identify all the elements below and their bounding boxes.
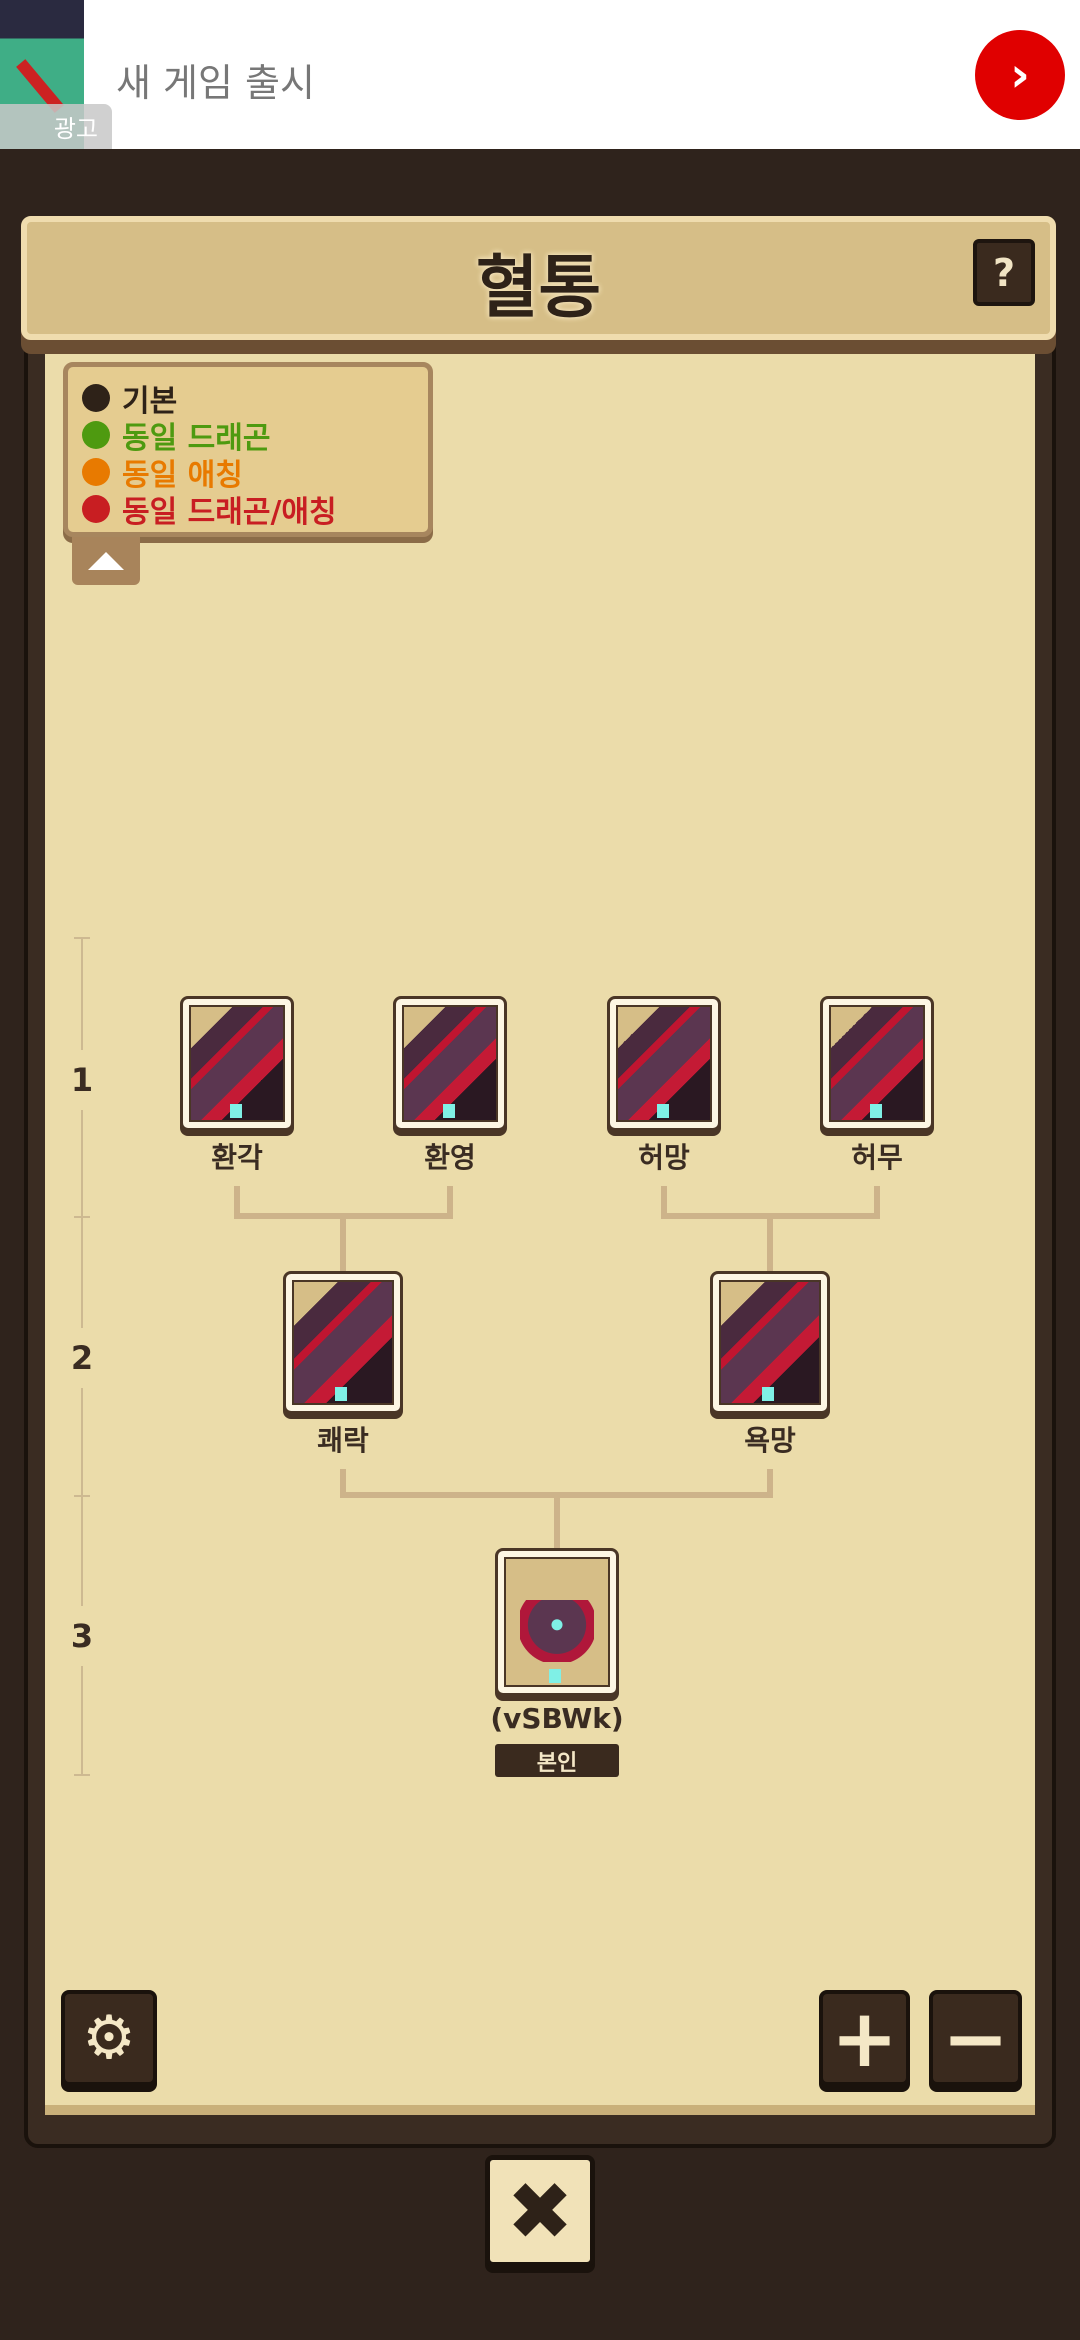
zoom-out-button[interactable]: −: [929, 1990, 1022, 2086]
connector: [874, 1186, 880, 1216]
legend-item-same-both: 동일 드래곤/애칭: [82, 490, 414, 530]
legend-label: 동일 드래곤/애칭: [122, 494, 337, 530]
ad-text[interactable]: 새 게임 출시: [116, 61, 315, 105]
generation-label: 3: [62, 1606, 102, 1666]
dragon-portrait: [292, 1280, 394, 1405]
dragon-card[interactable]: [393, 996, 507, 1131]
legend-item-basic: 기본: [82, 379, 414, 419]
ad-badge: 광고: [0, 104, 112, 149]
connector: [234, 1186, 240, 1216]
lineage-tree-canvas[interactable]: [45, 346, 1035, 2115]
close-button[interactable]: ✖: [485, 2155, 595, 2267]
dot-icon: [82, 457, 110, 486]
self-badge: 본인: [495, 1744, 619, 1777]
axis-tick: [74, 1216, 90, 1218]
dragon-card[interactable]: [283, 1271, 403, 1414]
ad-arrow-button[interactable]: ›: [975, 30, 1065, 120]
legend-label: 동일 드래곤: [122, 420, 271, 456]
dot-icon: [82, 383, 110, 412]
dragon-portrait: [829, 1005, 925, 1122]
generation-label: 2: [62, 1328, 102, 1388]
self-name: (vSBWk): [490, 1702, 624, 1735]
help-button[interactable]: ?: [973, 239, 1035, 306]
dragon-name: 허망: [638, 1141, 690, 1174]
settings-gear-button[interactable]: ⚙: [61, 1990, 157, 2086]
dragon-name: 허무: [851, 1141, 903, 1174]
dragon-card[interactable]: [820, 996, 934, 1131]
dragon-card[interactable]: [710, 1271, 830, 1414]
connector: [767, 1469, 773, 1495]
axis-tick: [74, 937, 90, 939]
dot-icon: [82, 420, 110, 449]
dot-icon: [82, 494, 110, 523]
legend-item-same-nickname: 동일 애칭: [82, 453, 414, 493]
dragon-name: 환영: [424, 1141, 476, 1174]
dragon-name: 욕망: [744, 1424, 796, 1457]
axis-tick: [74, 1495, 90, 1497]
legend-label: 기본: [122, 383, 178, 419]
axis-tick: [74, 1774, 90, 1776]
page-title: 혈통: [475, 249, 602, 328]
connector: [340, 1216, 346, 1271]
dragon-card[interactable]: [180, 996, 294, 1131]
dragon-name: 환각: [211, 1141, 263, 1174]
dragon-card[interactable]: [607, 996, 721, 1131]
connector: [661, 1186, 667, 1216]
connector: [447, 1186, 453, 1216]
connector: [554, 1495, 560, 1548]
dragon-portrait: [719, 1280, 821, 1405]
dragon-portrait: [189, 1005, 285, 1122]
legend: 기본 동일 드래곤 동일 애칭 동일 드래곤/애칭: [63, 362, 433, 537]
dragon-portrait: [402, 1005, 498, 1122]
dragon-name: 쾌락: [317, 1424, 369, 1457]
egg-sprite-icon: [520, 1600, 594, 1662]
generation-label: 1: [62, 1050, 102, 1110]
dragon-portrait: [616, 1005, 712, 1122]
legend-collapse-button[interactable]: [72, 537, 140, 585]
header-plank: 혈통: [21, 216, 1056, 340]
legend-item-same-dragon: 동일 드래곤: [82, 416, 414, 456]
ad-banner[interactable]: 광고 새 게임 출시 ›: [0, 0, 1080, 149]
legend-label: 동일 애칭: [122, 457, 243, 493]
zoom-in-button[interactable]: +: [819, 1990, 910, 2086]
connector: [767, 1216, 773, 1271]
connector: [340, 1469, 346, 1495]
